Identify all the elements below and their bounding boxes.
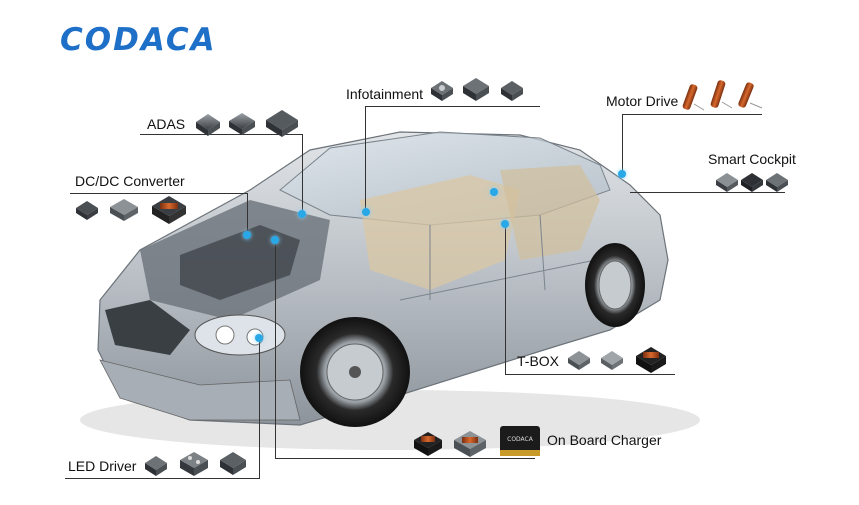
label-adas: ADAS (147, 116, 186, 132)
leader-line-dcdc (247, 193, 248, 235)
led-driver-inductor-icon (220, 452, 246, 475)
obc-transformer-label: CODACA (507, 436, 533, 443)
infotainment-inductor-icon (501, 81, 523, 101)
adas-inductor-icon (196, 114, 220, 136)
leader-line-dcdc (70, 193, 247, 194)
leader-line-led (65, 478, 260, 479)
label-infotainment: Infotainment (346, 86, 424, 102)
leader-line-tbox (505, 224, 506, 374)
leader-line-obc (275, 458, 535, 459)
smart-cockpit-inductor-icon (716, 173, 738, 192)
label-dcdc-converter: DC/DC Converter (75, 173, 185, 189)
tbox-power-inductor-icon (636, 347, 666, 373)
location-dot-tbox (501, 220, 509, 228)
label-smart-cockpit: Smart Cockpit (708, 151, 796, 167)
label-led-driver: LED Driver (68, 458, 137, 474)
leader-line-smart-cockpit (630, 192, 785, 193)
leader-line-led (259, 338, 260, 478)
location-dot-motor-drive (618, 170, 626, 178)
motor-drive-rod-inductor-icon (738, 82, 763, 109)
leader-line-adas (302, 134, 303, 214)
obc-power-inductor-icon (414, 432, 442, 456)
location-dot-dcdc (243, 231, 251, 239)
label-tbox: T-BOX (517, 353, 560, 369)
leader-line-infotainment (365, 106, 366, 212)
location-dot-cockpit (490, 188, 498, 196)
obc-transformer-icon (500, 426, 540, 456)
tbox-inductor-icon (601, 351, 623, 370)
adas-inductor-icon (229, 113, 255, 135)
location-dot-adas (298, 210, 306, 218)
infotainment-inductor-icon (431, 81, 453, 101)
dcdc-inductor-icon (110, 199, 138, 221)
leader-line-infotainment (365, 106, 540, 107)
brand-logo: CODACA (60, 22, 217, 58)
label-motor-drive: Motor Drive (606, 93, 679, 109)
location-dot-led (255, 334, 263, 342)
location-dot-infotainment (362, 208, 370, 216)
motor-drive-rod-inductor-icon (682, 84, 705, 111)
motor-drive-rod-inductor-icon (710, 80, 733, 109)
adas-inductor-icon (266, 110, 298, 137)
tbox-inductor-icon (568, 351, 590, 370)
dcdc-inductor-icon (76, 201, 98, 220)
led-driver-inductor-icon (145, 456, 167, 476)
location-dot-obc (271, 236, 279, 244)
dcdc-power-inductor-icon (152, 196, 186, 224)
infotainment-inductor-icon (463, 78, 489, 101)
smart-cockpit-inductor-icon (766, 173, 788, 192)
leader-line-obc (275, 240, 276, 458)
leader-line-tbox (505, 374, 675, 375)
led-driver-inductor-icon (180, 452, 208, 476)
label-on-board-charger: On Board Charger (547, 432, 662, 448)
leader-line-motor-drive (622, 114, 762, 115)
smart-cockpit-inductor-icon (741, 173, 763, 192)
leader-line-adas (140, 134, 302, 135)
obc-power-inductor-icon (454, 431, 486, 457)
leader-line-motor-drive (622, 114, 623, 174)
